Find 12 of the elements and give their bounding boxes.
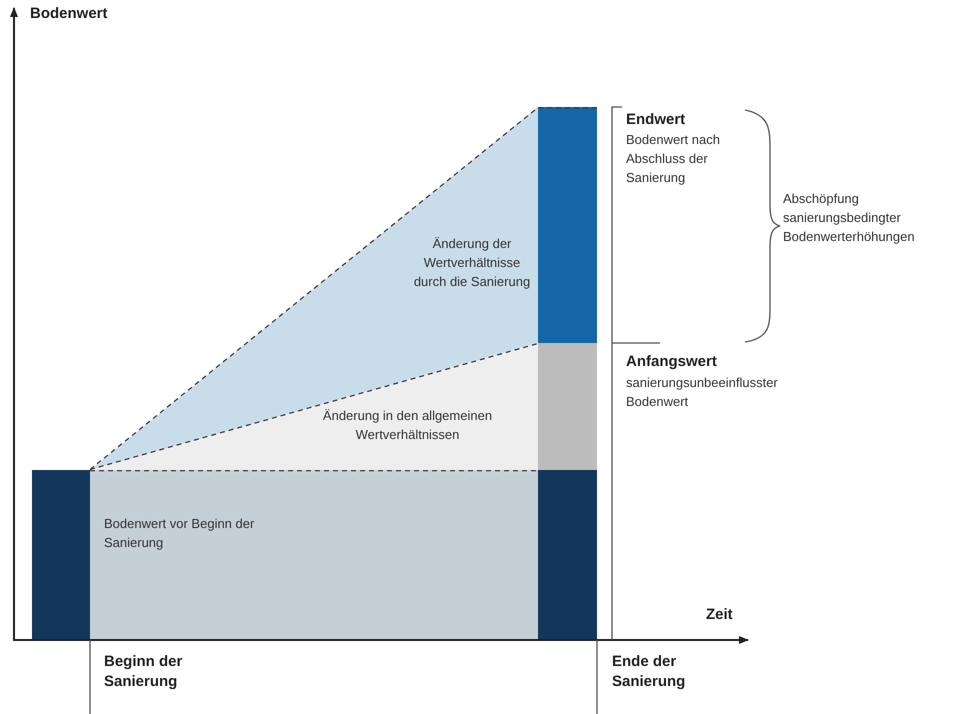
- annotation-text: Abschöpfung sanierungsbedingter Bodenwerterhöhungen: [783, 190, 916, 246]
- area-label: Bodenwert vor Beginn der Sanierung: [104, 515, 256, 552]
- axis-title: Zeit: [706, 605, 734, 624]
- value-description: Bodenwert nach Abschluss der Sanierung: [626, 131, 721, 187]
- time-label: Ende der Sanierung: [612, 652, 686, 691]
- value-heading: Anfangswert: [626, 352, 718, 372]
- axis-title: Bodenwert: [30, 4, 109, 24]
- area-label: Änderung in den allgemeinen Wertverhältnissen: [322, 407, 494, 444]
- value-heading: Endwert: [626, 110, 686, 130]
- value-description: sanierungsunbeeinflusster Bodenwert: [626, 374, 779, 411]
- area-label: Änderung der Wertverhältnisse durch die Sanierung: [412, 235, 532, 291]
- time-label: Beginn der Sanierung: [104, 652, 184, 691]
